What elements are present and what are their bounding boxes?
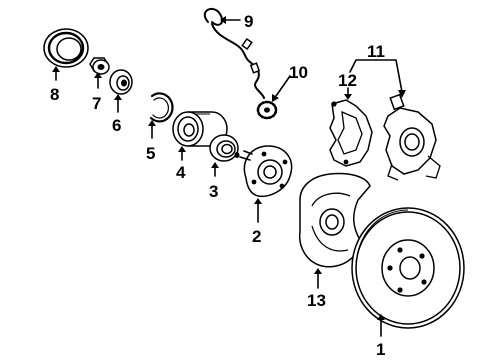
part-1-rotor [351, 207, 465, 329]
callout-labels: 8 7 6 5 4 3 2 9 10 11 12 13 1 [50, 12, 385, 359]
callout-4: 4 [176, 163, 186, 182]
callout-3: 3 [209, 182, 218, 201]
callout-7: 7 [92, 94, 101, 113]
part-8-seal [43, 28, 89, 68]
part-13-dust-shield [298, 172, 371, 268]
part-10-sensor-rotor [256, 100, 278, 120]
callout-5: 5 [146, 144, 155, 163]
callout-1: 1 [376, 340, 385, 359]
leader-11a [349, 59, 377, 73]
part-2-hub [239, 145, 293, 198]
callout-8: 8 [50, 85, 59, 104]
part-6-washer [109, 69, 133, 95]
callout-9: 9 [244, 12, 253, 31]
callout-10: 10 [289, 63, 308, 82]
callout-13: 13 [307, 291, 326, 310]
leader-lines [52, 16, 406, 337]
callout-12: 12 [338, 71, 357, 90]
callout-2: 2 [252, 227, 261, 246]
leader-11b [375, 59, 403, 93]
part-5-snap-ring [149, 92, 174, 123]
part-9-sensor-wire [203, 7, 265, 99]
leader-10 [275, 75, 291, 97]
part-3-race [209, 134, 240, 162]
callout-6: 6 [112, 116, 121, 135]
part-12-caliper-bracket [329, 99, 373, 167]
part-7-nut [89, 57, 110, 75]
callout-11: 11 [367, 42, 385, 61]
part-11-caliper [383, 93, 441, 181]
